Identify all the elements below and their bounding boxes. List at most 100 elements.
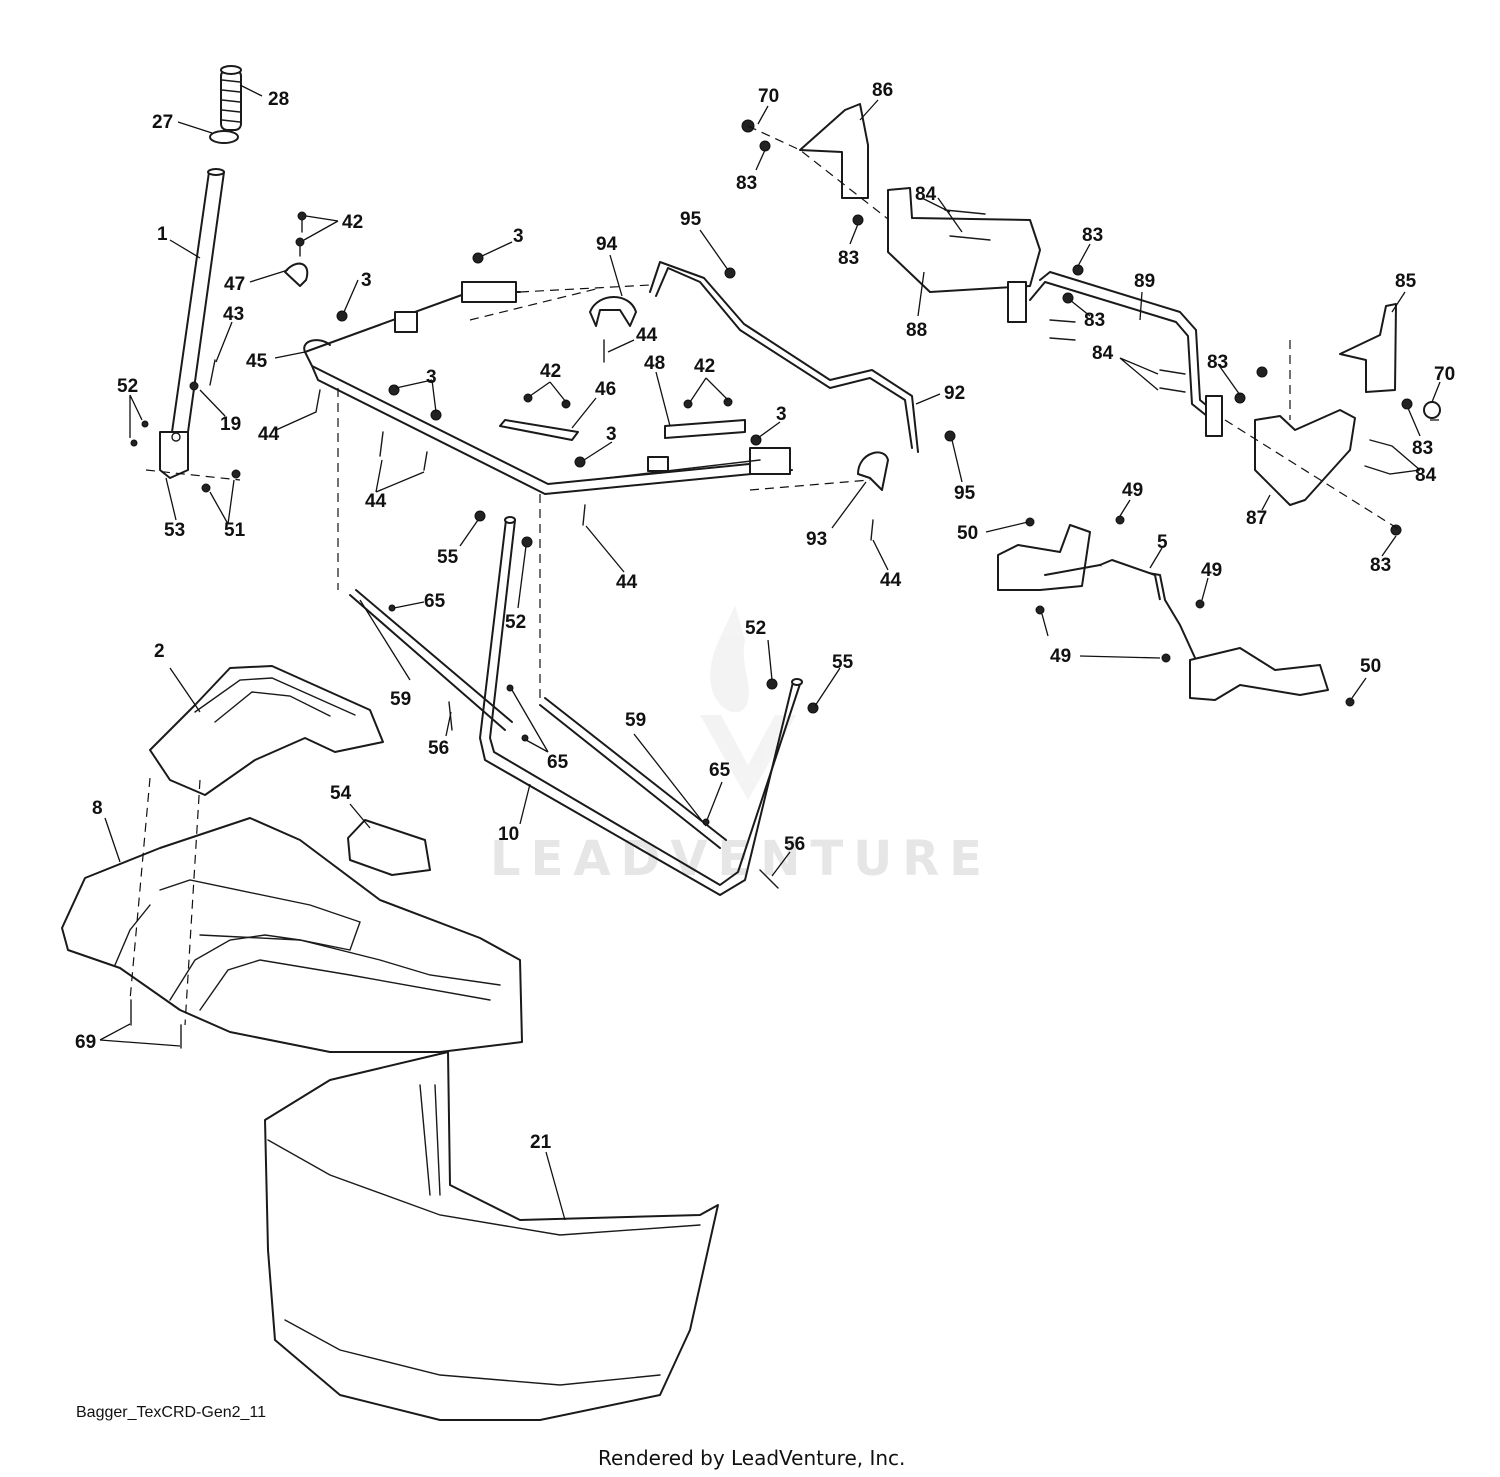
callout-46[interactable]: 46 bbox=[595, 379, 616, 400]
callout-53[interactable]: 53 bbox=[164, 520, 185, 541]
callout-86[interactable]: 86 bbox=[872, 80, 893, 101]
callout-52[interactable]: 52 bbox=[505, 612, 526, 633]
callout-21[interactable]: 21 bbox=[530, 1132, 552, 1153]
lever-assembly-part bbox=[997, 524, 1329, 701]
callout-3[interactable]: 3 bbox=[361, 270, 372, 291]
callout-1[interactable]: 1 bbox=[157, 224, 168, 245]
callout-69[interactable]: 69 bbox=[75, 1032, 96, 1053]
callout-89[interactable]: 89 bbox=[1134, 271, 1155, 292]
callout-70[interactable]: 70 bbox=[1434, 364, 1455, 385]
link-rod-part-left bbox=[349, 594, 506, 731]
bag-support-rod-part bbox=[479, 516, 803, 896]
callout-92[interactable]: 92 bbox=[944, 383, 965, 404]
plate-46-part bbox=[499, 419, 579, 441]
callout-56[interactable]: 56 bbox=[784, 834, 805, 855]
callout-55[interactable]: 55 bbox=[437, 547, 459, 568]
callout-83[interactable]: 83 bbox=[1082, 225, 1103, 246]
callout-83[interactable]: 83 bbox=[1084, 310, 1105, 331]
callout-49[interactable]: 49 bbox=[1050, 646, 1071, 667]
callout-88[interactable]: 88 bbox=[906, 320, 927, 341]
callout-65[interactable]: 65 bbox=[709, 760, 731, 781]
callout-44[interactable]: 44 bbox=[880, 570, 902, 591]
callout-42[interactable]: 42 bbox=[694, 356, 715, 377]
callout-52[interactable]: 52 bbox=[117, 376, 138, 397]
callout-84[interactable]: 84 bbox=[1092, 343, 1114, 364]
handle-part bbox=[347, 819, 431, 876]
callout-5[interactable]: 5 bbox=[1157, 532, 1168, 553]
callout-95[interactable]: 95 bbox=[954, 483, 976, 504]
bracket-87-part bbox=[1254, 409, 1356, 506]
callout-42[interactable]: 42 bbox=[540, 361, 561, 382]
callout-95[interactable]: 95 bbox=[680, 209, 702, 230]
callout-10[interactable]: 10 bbox=[498, 824, 519, 845]
drawing-code: Bagger_TexCRD-Gen2_11 bbox=[76, 1404, 266, 1421]
callout-3[interactable]: 3 bbox=[426, 367, 437, 388]
callout-84[interactable]: 84 bbox=[915, 184, 937, 205]
link-rod-part-right bbox=[539, 704, 721, 849]
callout-44[interactable]: 44 bbox=[616, 572, 638, 593]
callout-27[interactable]: 27 bbox=[152, 112, 173, 133]
callout-44[interactable]: 44 bbox=[258, 424, 280, 445]
plate-48-part bbox=[664, 419, 746, 439]
clamp-part bbox=[589, 296, 637, 327]
watermark-logo bbox=[700, 605, 796, 800]
bracket-93-part bbox=[857, 451, 889, 491]
callout-54[interactable]: 54 bbox=[330, 783, 352, 804]
callout-59[interactable]: 59 bbox=[625, 710, 646, 731]
callout-49[interactable]: 49 bbox=[1122, 480, 1143, 501]
callout-48[interactable]: 48 bbox=[644, 353, 665, 374]
callout-83[interactable]: 83 bbox=[736, 173, 757, 194]
callout-94[interactable]: 94 bbox=[596, 234, 618, 255]
rod-89-part bbox=[1007, 271, 1223, 437]
callout-28[interactable]: 28 bbox=[268, 89, 289, 110]
callout-83[interactable]: 83 bbox=[1412, 438, 1433, 459]
callout-3[interactable]: 3 bbox=[776, 404, 787, 425]
callout-93[interactable]: 93 bbox=[806, 529, 827, 550]
hopper-cover-part bbox=[61, 817, 523, 1053]
callout-50[interactable]: 50 bbox=[1360, 656, 1381, 677]
callout-59[interactable]: 59 bbox=[390, 689, 411, 710]
render-credit: Rendered by LeadVenture, Inc. bbox=[598, 1446, 905, 1470]
callout-50[interactable]: 50 bbox=[957, 523, 978, 544]
callout-43[interactable]: 43 bbox=[223, 304, 244, 325]
lift-rod-part bbox=[171, 168, 225, 433]
watermark-text: LEADVENTURE bbox=[490, 831, 992, 887]
bag-frame-part bbox=[303, 281, 793, 495]
callout-65[interactable]: 65 bbox=[547, 752, 569, 773]
rod-bracket-part bbox=[159, 431, 189, 479]
callout-44[interactable]: 44 bbox=[636, 325, 658, 346]
callout-19[interactable]: 19 bbox=[220, 414, 241, 435]
bracket-85-part bbox=[1339, 303, 1397, 393]
callout-70[interactable]: 70 bbox=[758, 86, 779, 107]
callout-49[interactable]: 49 bbox=[1201, 560, 1222, 581]
callout-87[interactable]: 87 bbox=[1246, 508, 1267, 529]
callout-3[interactable]: 3 bbox=[606, 424, 617, 445]
callout-84[interactable]: 84 bbox=[1415, 465, 1437, 486]
callout-83[interactable]: 83 bbox=[838, 248, 859, 269]
callout-83[interactable]: 83 bbox=[1370, 555, 1391, 576]
callout-85[interactable]: 85 bbox=[1395, 271, 1417, 292]
clip-part bbox=[284, 211, 309, 287]
callout-83[interactable]: 83 bbox=[1207, 352, 1228, 373]
callout-8[interactable]: 8 bbox=[92, 798, 103, 819]
bag-rod-part bbox=[655, 267, 913, 449]
callout-52[interactable]: 52 bbox=[745, 618, 766, 639]
handle-grip-part bbox=[220, 65, 242, 131]
callout-42[interactable]: 42 bbox=[342, 212, 363, 233]
grass-bag-part bbox=[264, 1051, 719, 1421]
leader-lines bbox=[99, 84, 1441, 1221]
callout-2[interactable]: 2 bbox=[154, 641, 165, 662]
callout-55[interactable]: 55 bbox=[832, 652, 854, 673]
callout-44[interactable]: 44 bbox=[365, 491, 387, 512]
callout-45[interactable]: 45 bbox=[246, 351, 268, 372]
bracket-86-part bbox=[799, 103, 869, 199]
callout-56[interactable]: 56 bbox=[428, 738, 449, 759]
callout-labels: 28 27 1 42 47 43 52 19 53 51 45 44 3 3 3… bbox=[75, 80, 1455, 1153]
washer-part bbox=[209, 130, 239, 144]
top-cover-part bbox=[149, 665, 384, 796]
callout-65[interactable]: 65 bbox=[424, 591, 446, 612]
callout-47[interactable]: 47 bbox=[224, 274, 245, 295]
callout-3[interactable]: 3 bbox=[513, 226, 524, 247]
callout-51[interactable]: 51 bbox=[224, 520, 246, 541]
